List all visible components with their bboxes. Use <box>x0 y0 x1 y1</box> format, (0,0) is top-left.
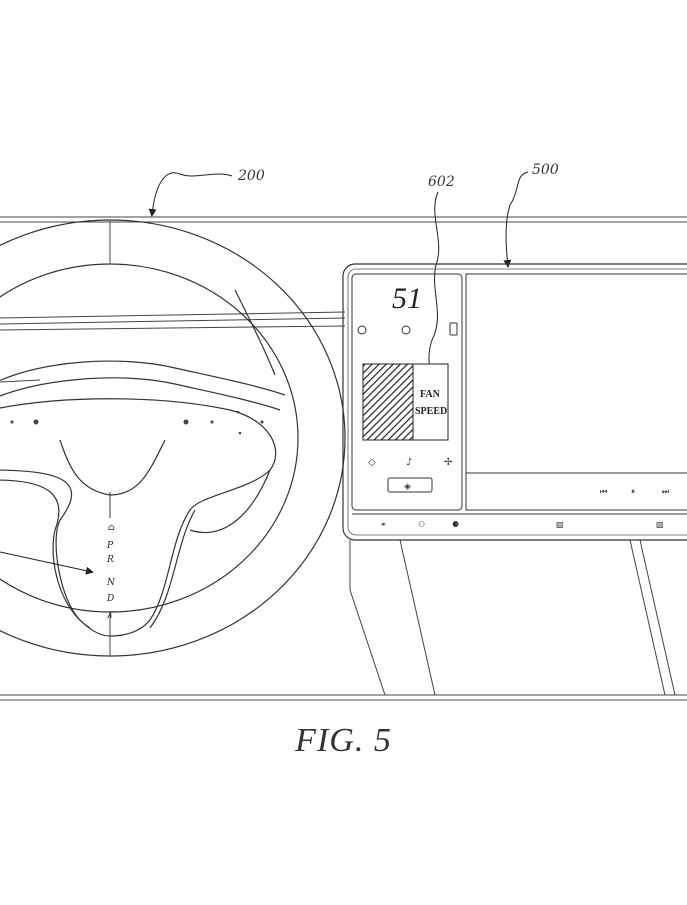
gear-r: R <box>106 555 114 565</box>
display-bezel <box>342 263 687 541</box>
display-inner-bezel <box>347 268 687 536</box>
dock-icon-1[interactable]: ⚭ <box>380 520 387 529</box>
shifter-pointer-arrow <box>0 551 94 575</box>
pause-icon[interactable]: ⏸ <box>631 487 635 496</box>
ref-200-label: 200 <box>237 168 265 184</box>
dock-icon-3[interactable]: ⚈ <box>452 520 459 529</box>
status-icon-1 <box>357 325 367 335</box>
gear-shifter: ⌂ P R N D ⊼ <box>106 492 116 621</box>
fan-speed-indicator <box>362 363 414 441</box>
ref-602-callout: 602 <box>427 174 455 379</box>
next-track-icon[interactable]: ⏭ <box>662 487 669 496</box>
ref-500-label: 500 <box>532 162 559 178</box>
ref-200-callout: 200 <box>148 168 265 217</box>
fan-label-line2: SPEED <box>415 406 447 417</box>
figure-caption: FIG. 5 <box>295 722 392 759</box>
battery-icon <box>449 322 458 336</box>
dock-icon-5[interactable]: ▨ <box>656 520 664 529</box>
park-up-icon: ⌂ <box>108 523 115 533</box>
ref-602-label: 602 <box>428 174 455 190</box>
climate-toggle-button[interactable] <box>387 477 433 493</box>
status-icon-2 <box>401 325 411 335</box>
previous-track-icon[interactable]: ⏮ <box>600 487 607 496</box>
center-display: 51 FAN SPEED ◇ ♪ ✢ ◈ ⏮ ⏸ ⏭ ⚭ ⚇ ⚈ ▨ ▨ <box>342 263 687 541</box>
main-screen-area <box>465 273 687 511</box>
gear-n: N <box>106 578 116 588</box>
fan-label-line1: FAN <box>420 389 441 400</box>
fan-speed-control[interactable]: FAN SPEED <box>362 363 449 441</box>
seat-heat-icon[interactable]: ♪ <box>406 457 412 468</box>
speed-readout: 51 <box>392 282 422 315</box>
gear-p: P <box>106 541 114 551</box>
dock-icon-2[interactable]: ⚇ <box>418 520 425 529</box>
gear-d: D <box>106 594 114 604</box>
dock-icon-4[interactable]: ▨ <box>556 520 564 529</box>
wheel-buttons <box>10 410 264 435</box>
fan-speed-label-box <box>412 363 449 441</box>
climate-panel <box>351 273 463 511</box>
vent-icon[interactable]: ✢ <box>444 457 452 468</box>
dashboard-outline <box>0 216 687 701</box>
ref-500-callout: 500 <box>503 162 559 268</box>
climate-toggle-icon: ◈ <box>404 482 411 492</box>
park-down-icon: ⊼ <box>106 611 114 621</box>
steering-wheel <box>0 219 346 657</box>
defrost-icon[interactable]: ◇ <box>368 457 376 468</box>
